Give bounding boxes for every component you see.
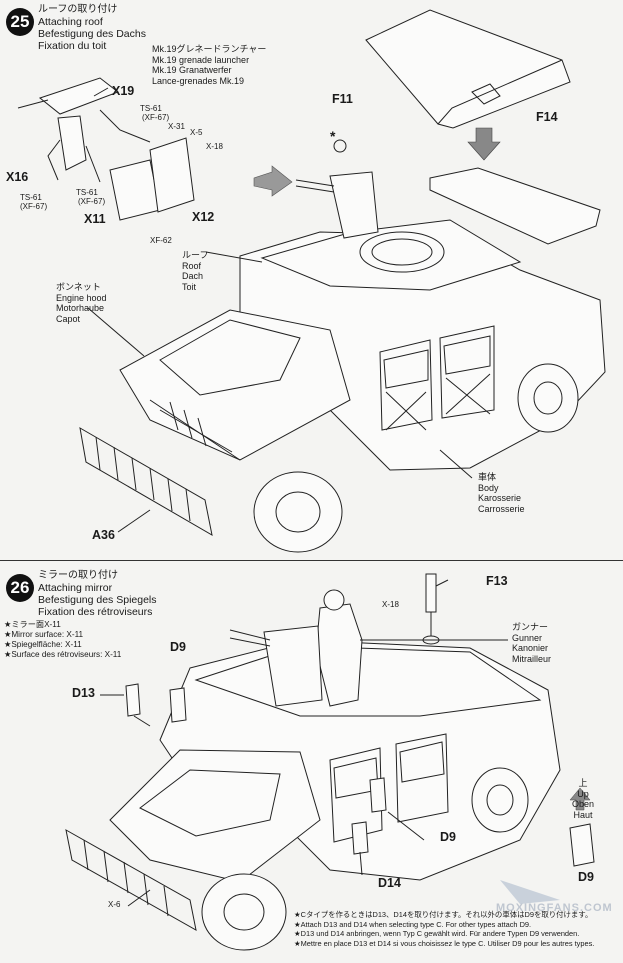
hood-en: Engine hood	[56, 292, 107, 303]
gunner-jp: ガンナー	[512, 622, 549, 632]
watermark-text: MOXINGFANS.COM	[496, 902, 613, 914]
paint-xf67-b: (XF-67)	[20, 202, 48, 211]
body-de: Karosserie	[478, 493, 522, 503]
launcher-en: Mk.19 grenade launcher	[152, 54, 250, 65]
step-title: ルーフの取り付け Attaching roof Befestigung des …	[38, 4, 146, 52]
up-jp: 上	[578, 778, 588, 788]
up-de: Oben	[572, 799, 595, 809]
hood-de: Motorhaube	[56, 303, 105, 313]
footnote-fr: ★Mettre en place D13 et D14 si vous choi…	[294, 938, 595, 948]
launcher-jp: Mk.19グレネードランチャー	[152, 44, 267, 54]
up-en: Up	[577, 788, 589, 799]
part-d9-detail: D9	[578, 870, 594, 884]
mirror-note-de: ★Spiegelfläche: X-11	[4, 640, 82, 649]
roof-jp: ルーフ	[182, 250, 209, 260]
title-en: Attaching roof	[38, 16, 103, 28]
title-jp: ミラーの取り付け	[38, 570, 118, 581]
roof-en: Roof	[182, 260, 202, 271]
launcher-label: Mk.19グレネードランチャー Mk.19 grenade launcher M…	[152, 44, 266, 86]
asterisk-mark: *	[330, 128, 336, 144]
paint-xf67-c: (XF-67)	[78, 197, 106, 206]
part-x16: X16	[6, 170, 29, 184]
body-fr: Carrosserie	[478, 503, 525, 514]
paint-x31: X-31	[168, 122, 185, 131]
paint-ts61-c: TS-61	[76, 188, 98, 197]
footnote-en: ★Attach D13 and D14 when selecting type …	[294, 919, 532, 929]
paint-x18: X-18	[206, 142, 223, 151]
launcher-fr: Lance-grenades Mk.19	[152, 75, 245, 86]
part-d9-top: D9	[170, 640, 186, 654]
title-fr: Fixation des rétroviseurs	[38, 606, 153, 618]
up-fr: Haut	[573, 809, 593, 820]
paint-ts61-b: TS-61	[20, 193, 42, 202]
hood-label: ボンネット Engine hood Motorhaube Capot	[56, 282, 107, 324]
gunner-en: Gunner	[512, 632, 543, 643]
roof-fr: Toit	[182, 281, 197, 292]
step-number-badge: 26	[6, 574, 34, 602]
mirror-note-en: ★Mirror surface: X-11	[4, 630, 84, 639]
part-x11: X11	[84, 212, 106, 226]
gunner-fr: Mitrailleur	[512, 653, 552, 664]
gunner-label: ガンナー Gunner Kanonier Mitrailleur	[512, 622, 551, 664]
paint-xf67-a: (XF-67)	[142, 113, 170, 122]
paint-xf62: XF-62	[150, 236, 172, 245]
paint-x5: X-5	[190, 128, 203, 137]
title-fr: Fixation du toit	[38, 40, 107, 52]
type-selection-footnotes: ★Cタイプを作るときはD13、D14を取り付けます。それ以外の車体はD9を取り付…	[294, 910, 620, 948]
launcher-de: Mk.19 Granatwerfer	[152, 65, 232, 75]
hood-jp: ボンネット	[56, 282, 101, 292]
footnote-jp: ★Cタイプを作るときはD13、D14を取り付けます。それ以外の車体はD9を取り付…	[294, 910, 593, 919]
hood-fr: Capot	[56, 313, 81, 324]
roof-label: ルーフ Roof Dach Toit	[182, 250, 208, 292]
body-en: Body	[478, 482, 499, 493]
body-label: 車体 Body Karosserie Carrosserie	[478, 472, 525, 514]
footnote-de: ★D13 und D14 anbringen, wenn Typ C gewäh…	[294, 929, 580, 939]
part-d9-side: D9	[440, 830, 456, 844]
paint-x18: X-18	[382, 600, 399, 609]
part-f11: F11	[332, 92, 353, 106]
part-x19: X19	[112, 84, 135, 98]
body-jp: 車体	[478, 472, 497, 482]
part-f13: F13	[486, 574, 508, 588]
part-x12: X12	[192, 210, 215, 224]
gunner-de: Kanonier	[512, 643, 549, 653]
step-title: ミラーの取り付け Attaching mirror Befestigung de…	[38, 570, 157, 618]
mirror-surface-notes: ★ミラー面X-11 ★Mirror surface: X-11 ★Spiegel…	[4, 620, 121, 660]
part-d14: D14	[378, 876, 401, 890]
up-label: 上 Up Oben Haut	[572, 778, 594, 820]
paint-x6: X-6	[108, 900, 121, 909]
title-de: Befestigung des Dachs	[38, 28, 146, 40]
mirror-note-jp: ★ミラー面X-11	[4, 620, 61, 629]
part-a36: A36	[92, 528, 115, 542]
title-de: Befestigung des Spiegels	[38, 594, 157, 606]
part-d13: D13	[72, 686, 95, 700]
step-number-badge: 25	[6, 8, 34, 36]
title-en: Attaching mirror	[38, 582, 113, 594]
roof-de: Dach	[182, 271, 204, 281]
paint-ts61-a: TS-61	[140, 104, 162, 113]
step-divider	[0, 560, 623, 561]
title-jp: ルーフの取り付け	[38, 4, 118, 15]
part-f14: F14	[536, 110, 558, 124]
mirror-note-fr: ★Surface des rétroviseurs: X-11	[4, 650, 122, 659]
